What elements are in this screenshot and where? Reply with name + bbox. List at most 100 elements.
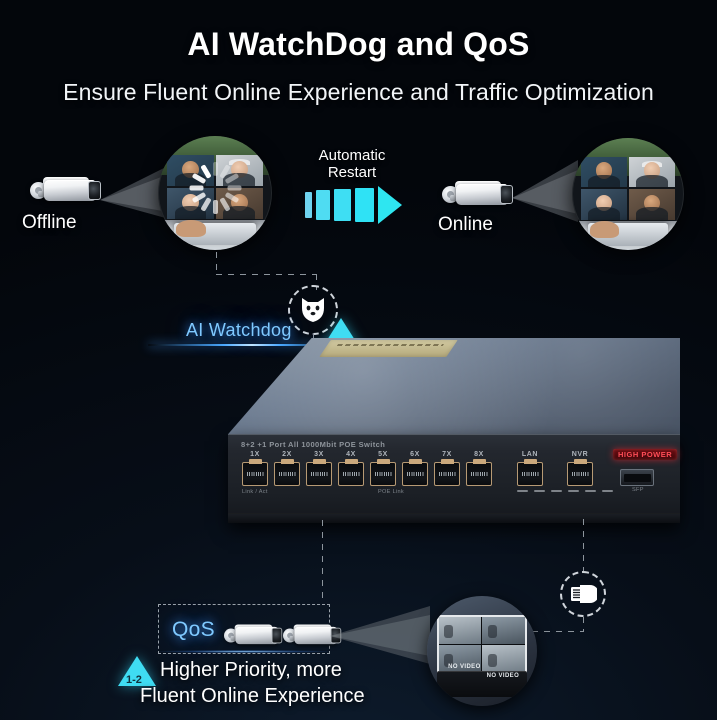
rj45-port[interactable]	[370, 459, 396, 487]
qos-label: QoS	[172, 618, 215, 641]
port-number: 6X	[410, 451, 420, 459]
camera-feed-tile	[482, 616, 526, 645]
sfp-port[interactable]	[620, 469, 654, 487]
poe-link-footer-text: POE Link	[378, 489, 405, 496]
led-indicator	[602, 490, 613, 493]
spinner-tick	[212, 162, 218, 177]
page-subtitle: Ensure Fluent Online Experience and Traf…	[63, 79, 654, 105]
ai-watchdog-label: AI Watchdog	[186, 320, 292, 340]
spinner-tick	[212, 200, 218, 215]
led-indicator	[568, 490, 579, 493]
restart-progress-arrow-icon	[305, 186, 402, 224]
uplink-port-label: LAN	[521, 451, 539, 459]
camera-lens	[88, 181, 101, 200]
camera-barrel	[456, 184, 508, 205]
qos-camera-beam-icon	[330, 606, 430, 664]
rj45-port[interactable]	[306, 459, 332, 487]
qos-triangle-number: 1-2	[126, 674, 142, 686]
restart-label-line1: Automatic	[318, 147, 386, 164]
participant-body	[636, 174, 668, 188]
spinner-tick	[224, 173, 239, 185]
switch-top-surface	[228, 338, 680, 435]
nvr-monitor-circle: NO VIDEO NO VIDEO	[427, 596, 537, 706]
connector-line	[216, 252, 217, 274]
led-indicator	[585, 490, 596, 493]
rj45-uplink-port-lan[interactable]	[517, 459, 543, 487]
spinner-tick	[199, 197, 212, 213]
led-indicator-row	[228, 490, 680, 495]
switch-front-panel: 8+2 +1 Port All 1000Mbit POE Switch 1X 2…	[228, 434, 680, 523]
online-label: Online	[438, 214, 493, 235]
online-camera-beam-icon	[512, 160, 578, 222]
high-power-badge: HIGH POWER	[613, 449, 678, 461]
hand-icon	[589, 220, 620, 238]
participant-body	[588, 174, 620, 188]
participant-body	[223, 173, 256, 187]
no-video-label: NO VIDEO	[486, 673, 520, 679]
qos-text-line2: Fluent Online Experience	[140, 685, 365, 707]
port-number: 4X	[346, 451, 356, 459]
connector-line	[520, 631, 584, 632]
power-badge	[560, 571, 606, 617]
port-number-row: 1X 2X 3X 4X 5X 6X 7X 8X LAN NVR	[228, 451, 680, 461]
camera-barrel	[235, 626, 279, 645]
port-number: 5X	[378, 451, 388, 459]
arrow-head	[378, 186, 402, 224]
led-indicator	[551, 490, 562, 493]
arrow-bar	[305, 192, 312, 218]
rj45-port[interactable]	[242, 459, 268, 487]
ai-watchdog-label-underline	[148, 344, 348, 346]
surveillance-monitor-icon	[436, 614, 528, 676]
video-participants-grid	[167, 155, 263, 220]
arrow-bar	[316, 190, 330, 220]
qos-text-line1: Higher Priority, more	[160, 659, 342, 681]
camera-barrel	[294, 626, 338, 645]
qos-camera-icon	[224, 622, 283, 645]
led-indicator	[534, 490, 545, 493]
led-indicator	[517, 490, 528, 493]
rj45-port[interactable]	[466, 459, 492, 487]
rj45-uplink-port-nvr[interactable]	[567, 459, 593, 487]
rj45-port[interactable]	[434, 459, 460, 487]
switch-top-texture	[228, 338, 680, 435]
participant-tile	[215, 155, 263, 187]
connector-line	[583, 617, 584, 631]
uplink-port-label: NVR	[571, 451, 589, 459]
participant-body	[223, 206, 256, 220]
spinner-tick	[191, 173, 206, 185]
port-number: 2X	[282, 451, 292, 459]
switch-model-text: 8+2 +1 Port All 1000Mbit POE Switch	[241, 440, 386, 450]
hand-icon	[176, 220, 206, 238]
offline-label: Offline	[22, 212, 77, 233]
camera-lens	[330, 627, 342, 644]
product-label-sticker-icon	[319, 340, 458, 357]
rj45-port[interactable]	[402, 459, 428, 487]
connector-line	[583, 519, 584, 571]
camera-feed-tile	[438, 645, 482, 674]
automatic-restart-label: Automatic Restart	[302, 147, 402, 182]
qos-triangle-marker-icon	[118, 656, 156, 686]
spinner-tick	[218, 197, 231, 213]
power-plug-icon	[571, 585, 597, 603]
connector-line	[322, 520, 323, 604]
video-participants-grid	[580, 157, 676, 220]
spinner-tick	[189, 185, 203, 191]
participant-tile	[628, 189, 676, 220]
loading-spinner-icon	[189, 162, 241, 215]
participant-tile	[628, 157, 676, 188]
camera-barrel	[44, 180, 96, 201]
rj45-port[interactable]	[274, 459, 300, 487]
offline-camera-icon	[30, 174, 105, 208]
rj45-port[interactable]	[338, 459, 364, 487]
restart-label-line2: Restart	[327, 163, 377, 181]
participant-body	[636, 206, 668, 220]
online-video-call-circle	[572, 138, 684, 250]
poe-switch-device: 8+2 +1 Port All 1000Mbit POE Switch 1X 2…	[228, 338, 680, 523]
offline-video-call-circle	[158, 136, 272, 250]
participant-tile	[580, 189, 627, 220]
port-number: 7X	[442, 451, 452, 459]
port-number: 3X	[314, 451, 324, 459]
camera-lens	[500, 185, 513, 204]
connector-line	[216, 274, 316, 275]
qos-camera-icon	[283, 622, 342, 645]
